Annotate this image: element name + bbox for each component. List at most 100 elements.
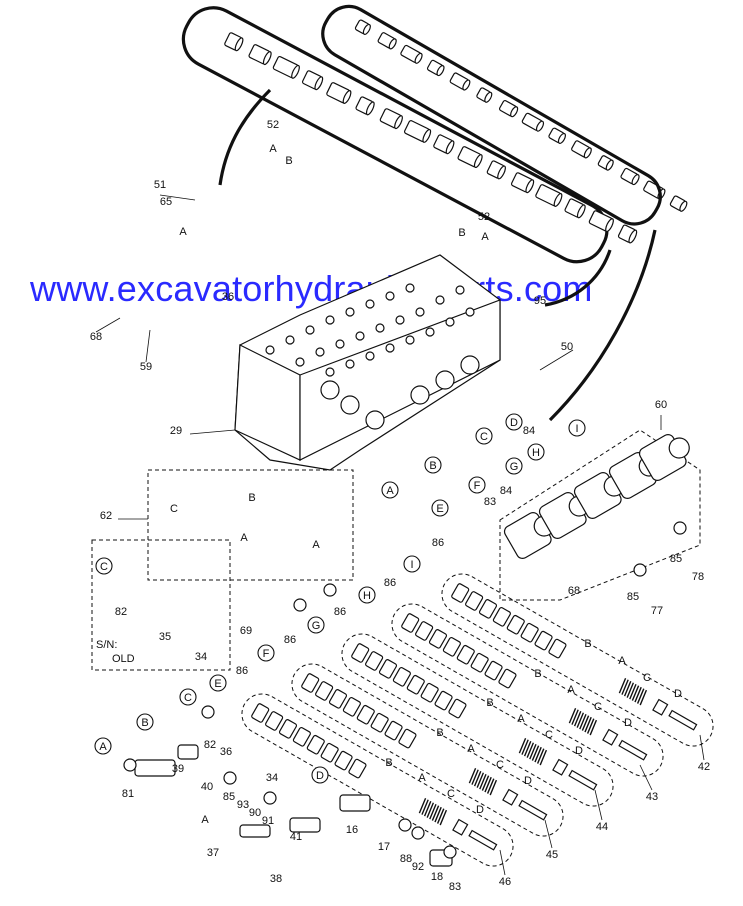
port-hole — [305, 325, 315, 335]
group-tag-letter: A — [312, 539, 320, 551]
spool-bolt — [518, 799, 548, 821]
circle-marker — [431, 499, 449, 517]
part-number-label: 59 — [140, 361, 152, 373]
circle-marker — [179, 688, 197, 706]
port-hole — [455, 285, 465, 295]
valve-component — [669, 195, 688, 212]
group-62-box — [147, 469, 354, 581]
spool-land — [442, 636, 461, 657]
circle-marker — [95, 557, 113, 575]
spool-bolt — [468, 829, 498, 851]
port-hole — [325, 367, 335, 377]
spool-land — [398, 728, 417, 749]
part-number-label: 18 — [431, 871, 443, 883]
circle-marker-label: G — [312, 620, 321, 632]
spool-cap — [602, 728, 619, 746]
spool-land — [342, 696, 361, 717]
part-number-label: 92 — [412, 861, 424, 873]
spool-land — [448, 698, 467, 719]
circle-marker — [505, 457, 523, 475]
spool-cap — [552, 758, 569, 776]
spool-group — [291, 663, 564, 837]
part-number-label: 86 — [284, 634, 296, 646]
port-hole — [465, 307, 475, 317]
sn-old-label: OLD — [112, 653, 135, 665]
group-tag-letter: D — [575, 745, 583, 757]
valve-component — [272, 55, 300, 79]
leader-line — [699, 734, 705, 761]
spool-land — [384, 720, 403, 741]
part-number-label: 42 — [698, 761, 710, 773]
circle-marker-label: C — [480, 431, 488, 443]
spool-land — [378, 659, 398, 679]
part-number-label: 93 — [237, 799, 249, 811]
part-number-label: 65 — [160, 196, 172, 208]
spool-land — [301, 673, 320, 693]
valve-component — [224, 32, 244, 52]
spool-land — [434, 690, 453, 711]
group-tag-letter: B — [584, 638, 591, 650]
group-tag-letter: C — [447, 788, 455, 800]
valve-component — [400, 44, 423, 64]
port-bore — [410, 385, 430, 405]
spool-land — [348, 758, 367, 779]
cap-block — [573, 472, 625, 519]
port-bore — [460, 355, 480, 375]
small-part — [339, 794, 371, 812]
group-tag-letter: D — [476, 804, 484, 816]
valve-component — [548, 127, 566, 144]
o-ring — [398, 818, 412, 832]
circle-marker-label: I — [575, 423, 578, 435]
circle-marker-label: E — [436, 503, 443, 515]
o-ring — [633, 563, 647, 577]
port-hole — [405, 335, 415, 345]
leader-line — [145, 329, 151, 363]
spool-land — [392, 666, 411, 687]
part-number-label: 91 — [262, 815, 274, 827]
part-number-label: 68 — [568, 585, 580, 597]
valve-component — [597, 155, 614, 171]
part-number-label: 86 — [334, 606, 346, 618]
port-hole — [355, 331, 365, 341]
leader-line — [544, 819, 553, 849]
spool-land — [320, 742, 339, 763]
part-number-label: 77 — [651, 605, 663, 617]
part-number-label: 37 — [207, 847, 219, 859]
valve-component — [510, 172, 535, 194]
circle-marker — [468, 476, 486, 494]
o-ring — [293, 598, 307, 612]
spool-land — [370, 712, 389, 733]
port-hole — [385, 291, 395, 301]
circle-marker-label: D — [510, 417, 518, 429]
part-number-label: 95 — [534, 295, 546, 307]
part-number-label: 40 — [201, 781, 213, 793]
spool-land — [478, 599, 498, 619]
valve-component — [620, 167, 640, 186]
group-tag-letter: C — [545, 729, 553, 741]
leader-lines — [95, 194, 705, 876]
group-tag-letter: B — [248, 492, 255, 504]
valve-component — [426, 59, 445, 77]
o-ring — [123, 758, 137, 772]
spool-cap — [652, 698, 669, 716]
part-number-label: 46 — [499, 876, 511, 888]
leader-line — [499, 849, 506, 876]
small-part — [239, 824, 271, 838]
valve-component — [564, 198, 586, 219]
port-hole — [335, 339, 345, 349]
leader-line — [95, 317, 121, 333]
circle-marker — [381, 481, 399, 499]
circle-marker — [527, 443, 545, 461]
leader-line — [189, 429, 236, 435]
port-hole — [345, 307, 355, 317]
circle-marker-label: F — [474, 480, 481, 492]
valve-component — [476, 87, 493, 103]
group-tag-letter: A — [418, 772, 426, 784]
spool-group — [441, 573, 714, 747]
port-hole — [375, 323, 385, 333]
spool-group — [241, 693, 514, 867]
valve-component — [326, 82, 352, 104]
part-number-label: 86 — [236, 665, 248, 677]
circle-marker — [568, 419, 586, 437]
group-tag-letter: C — [643, 672, 651, 684]
